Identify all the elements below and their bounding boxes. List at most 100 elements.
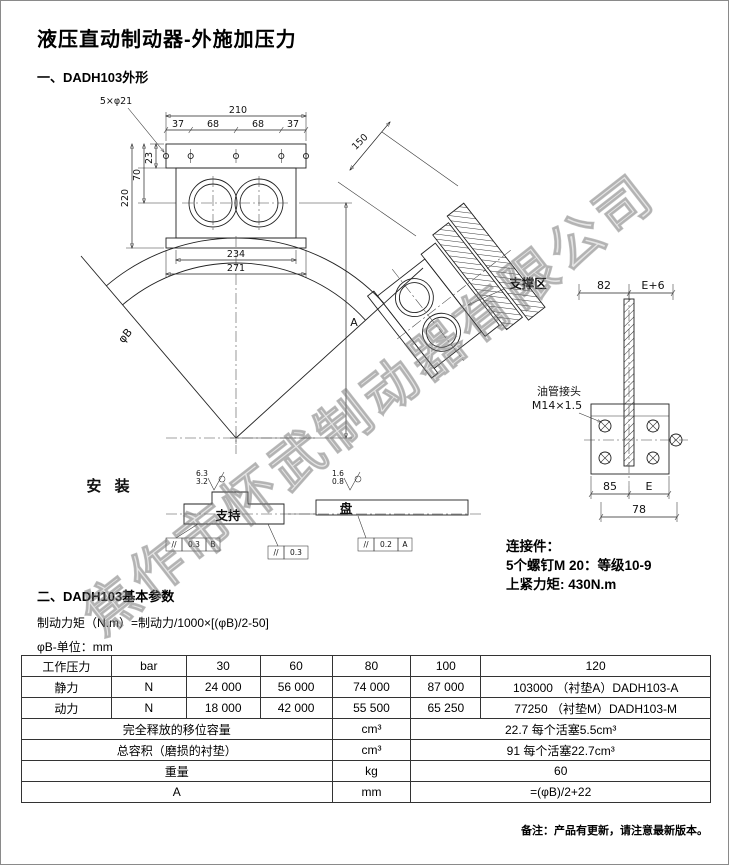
table-row-volume: 总容积（磨损的衬垫） cm³ 91 每个活塞22.7cm³ [21, 739, 711, 761]
dim-68-left: 68 [207, 119, 219, 130]
cell-weight-unit: kg [331, 760, 412, 782]
oil-pipe-spec: M14×1.5 [532, 399, 582, 412]
cell-displacement-label: 完全释放的移位容量 [21, 718, 333, 740]
dim-phiB: φB [116, 326, 135, 346]
side-view-bolts [598, 419, 683, 465]
section-params-heading: 二、DADH103基本参数 [37, 589, 175, 604]
table-row-weight: 重量 kg 60 [21, 760, 711, 782]
cell-weight-value: 60 [410, 760, 711, 782]
tolerance-frame-3: // 0.2 A [357, 515, 413, 552]
table-row-displacement: 完全释放的移位容量 cm³ 22.7 每个活塞5.5cm³ [21, 718, 711, 740]
cell-displacement-unit: cm³ [331, 718, 412, 740]
dim-210: 210 [229, 105, 247, 116]
dim-68-right: 68 [252, 119, 264, 130]
connector-note: 连接件： 5个螺钉M 20：等级10-9 上紧力矩: 430N.m [506, 537, 652, 594]
dim-271: 271 [227, 263, 245, 274]
cell-pressure-unit: bar [110, 655, 187, 677]
connector-note-line1: 连接件： [506, 539, 560, 554]
rough-3-2: 3.2 [196, 477, 208, 486]
table-row-dynamic: 动力 N 18 000 42 000 55 500 65 250 77250 （… [21, 697, 711, 719]
table-row-pressure: 工作压力 bar 30 60 80 100 120 [21, 655, 711, 677]
cell-pressure-30: 30 [185, 655, 261, 677]
cell-a-unit: mm [331, 781, 412, 803]
rough-6-3: 6.3 [196, 469, 208, 478]
rough-1-6: 1.6 [332, 469, 344, 478]
tol1-symbol: // [171, 540, 177, 549]
tolerance-frame-2: // 0.3 [267, 523, 309, 560]
oil-pipe-label: 油管接头 [537, 384, 581, 398]
dim-E6: E+6 [641, 279, 664, 292]
disc-part-label: 盘 [340, 501, 353, 516]
dim-220: 220 [120, 189, 131, 207]
cell-volume-value: 91 每个活塞22.7cm³ [410, 739, 711, 761]
cell-pressure-60: 60 [259, 655, 333, 677]
cell-static-v5: 103000 （衬垫A）DADH103-A [480, 676, 711, 698]
dim-23: 23 [144, 152, 155, 164]
cell-static-unit: N [110, 676, 187, 698]
cell-static-label: 静力 [21, 676, 112, 698]
cell-volume-label: 总容积（磨损的衬垫） [21, 739, 333, 761]
rough-0-8: 0.8 [332, 477, 344, 486]
roughness-symbol-2: 1.6 0.8 [332, 469, 362, 491]
tol3-datum: A [402, 540, 408, 549]
tol3-symbol: // [363, 540, 369, 549]
cell-pressure-100: 100 [410, 655, 482, 677]
parameters-table: 工作压力 bar 30 60 80 100 120 静力 N 24 000 56… [21, 655, 711, 803]
table-row-static: 静力 N 24 000 56 000 74 000 87 000 103000 … [21, 676, 711, 698]
cell-dynamic-label: 动力 [21, 697, 112, 719]
dim-37-left: 37 [172, 119, 184, 130]
tol2-symbol: // [273, 548, 279, 557]
support-zone-callout: 支撑区 [468, 276, 547, 305]
cell-a-label: A [21, 781, 333, 803]
cell-dynamic-v5: 77250 （衬垫M）DADH103-M [480, 697, 711, 719]
side-view-drawing: 82 E+6 油管接头 M14×1.5 [532, 279, 688, 522]
cell-static-v2: 56 000 [259, 676, 333, 698]
tol3-value: 0.2 [380, 540, 392, 549]
dim-70: 70 [132, 169, 143, 181]
cell-pressure-label: 工作压力 [21, 655, 112, 677]
tol1-value: 0.3 [188, 540, 200, 549]
support-zone-label: 支撑区 [508, 276, 547, 291]
dim-A: A [350, 316, 358, 329]
support-part-label: 支持 [214, 508, 241, 523]
bolt-note: 5×φ21 [100, 96, 132, 107]
dim-37-right: 37 [287, 119, 299, 130]
section-outline-heading: 一、DADH103外形 [37, 70, 149, 85]
dim-234: 234 [227, 249, 245, 260]
install-title: 安 装 [86, 477, 133, 495]
torque-formula: 制动力矩（N.m）=制动力/1000×[(φB)/2-50] [37, 616, 269, 630]
cell-volume-unit: cm³ [331, 739, 412, 761]
dim-78: 78 [632, 503, 646, 516]
table-row-a: A mm =(φB)/2+22 [21, 781, 711, 803]
cell-static-v3: 74 000 [331, 676, 412, 698]
roughness-symbol-1: 6.3 3.2 [196, 469, 226, 491]
cell-pressure-120: 120 [480, 655, 711, 677]
page-title: 液压直动制动器-外施加压力 [37, 29, 297, 51]
tol1-datum: B [210, 540, 215, 549]
unit-note: φB-单位：mm [37, 640, 113, 654]
cell-dynamic-v2: 42 000 [259, 697, 333, 719]
footer-note: 备注：产品有更新，请注意最新版本。 [521, 825, 708, 837]
cell-dynamic-unit: N [110, 697, 187, 719]
connector-note-line3: 上紧力矩: 430N.m [506, 577, 617, 592]
cell-dynamic-v1: 18 000 [185, 697, 261, 719]
tilted-caliper-view [366, 202, 546, 379]
flange-bolt-holes [162, 149, 310, 163]
dim-82: 82 [597, 279, 611, 292]
cell-static-v1: 24 000 [185, 676, 261, 698]
cell-dynamic-v4: 65 250 [410, 697, 482, 719]
cell-displacement-value: 22.7 每个活塞5.5cm³ [410, 718, 711, 740]
front-view-drawing: 210 37 68 68 37 5×φ21 23 70 220 [100, 96, 310, 278]
technical-drawing: 210 37 68 68 37 5×φ21 23 70 220 [80, 96, 688, 560]
installation-view: 安 装 支持 盘 6.3 3.2 1.6 0.8 [86, 469, 484, 560]
tolerance-frame-1: // 0.3 B [165, 523, 221, 552]
tol2-value: 0.3 [290, 548, 302, 557]
cell-static-v4: 87 000 [410, 676, 482, 698]
dim-E: E [646, 480, 653, 493]
cell-a-value: =(φB)/2+22 [410, 781, 711, 803]
connector-note-line2: 5个螺钉M 20：等级10-9 [506, 558, 652, 573]
dim-85: 85 [603, 480, 617, 493]
cell-dynamic-v3: 55 500 [331, 697, 412, 719]
cell-weight-label: 重量 [21, 760, 333, 782]
